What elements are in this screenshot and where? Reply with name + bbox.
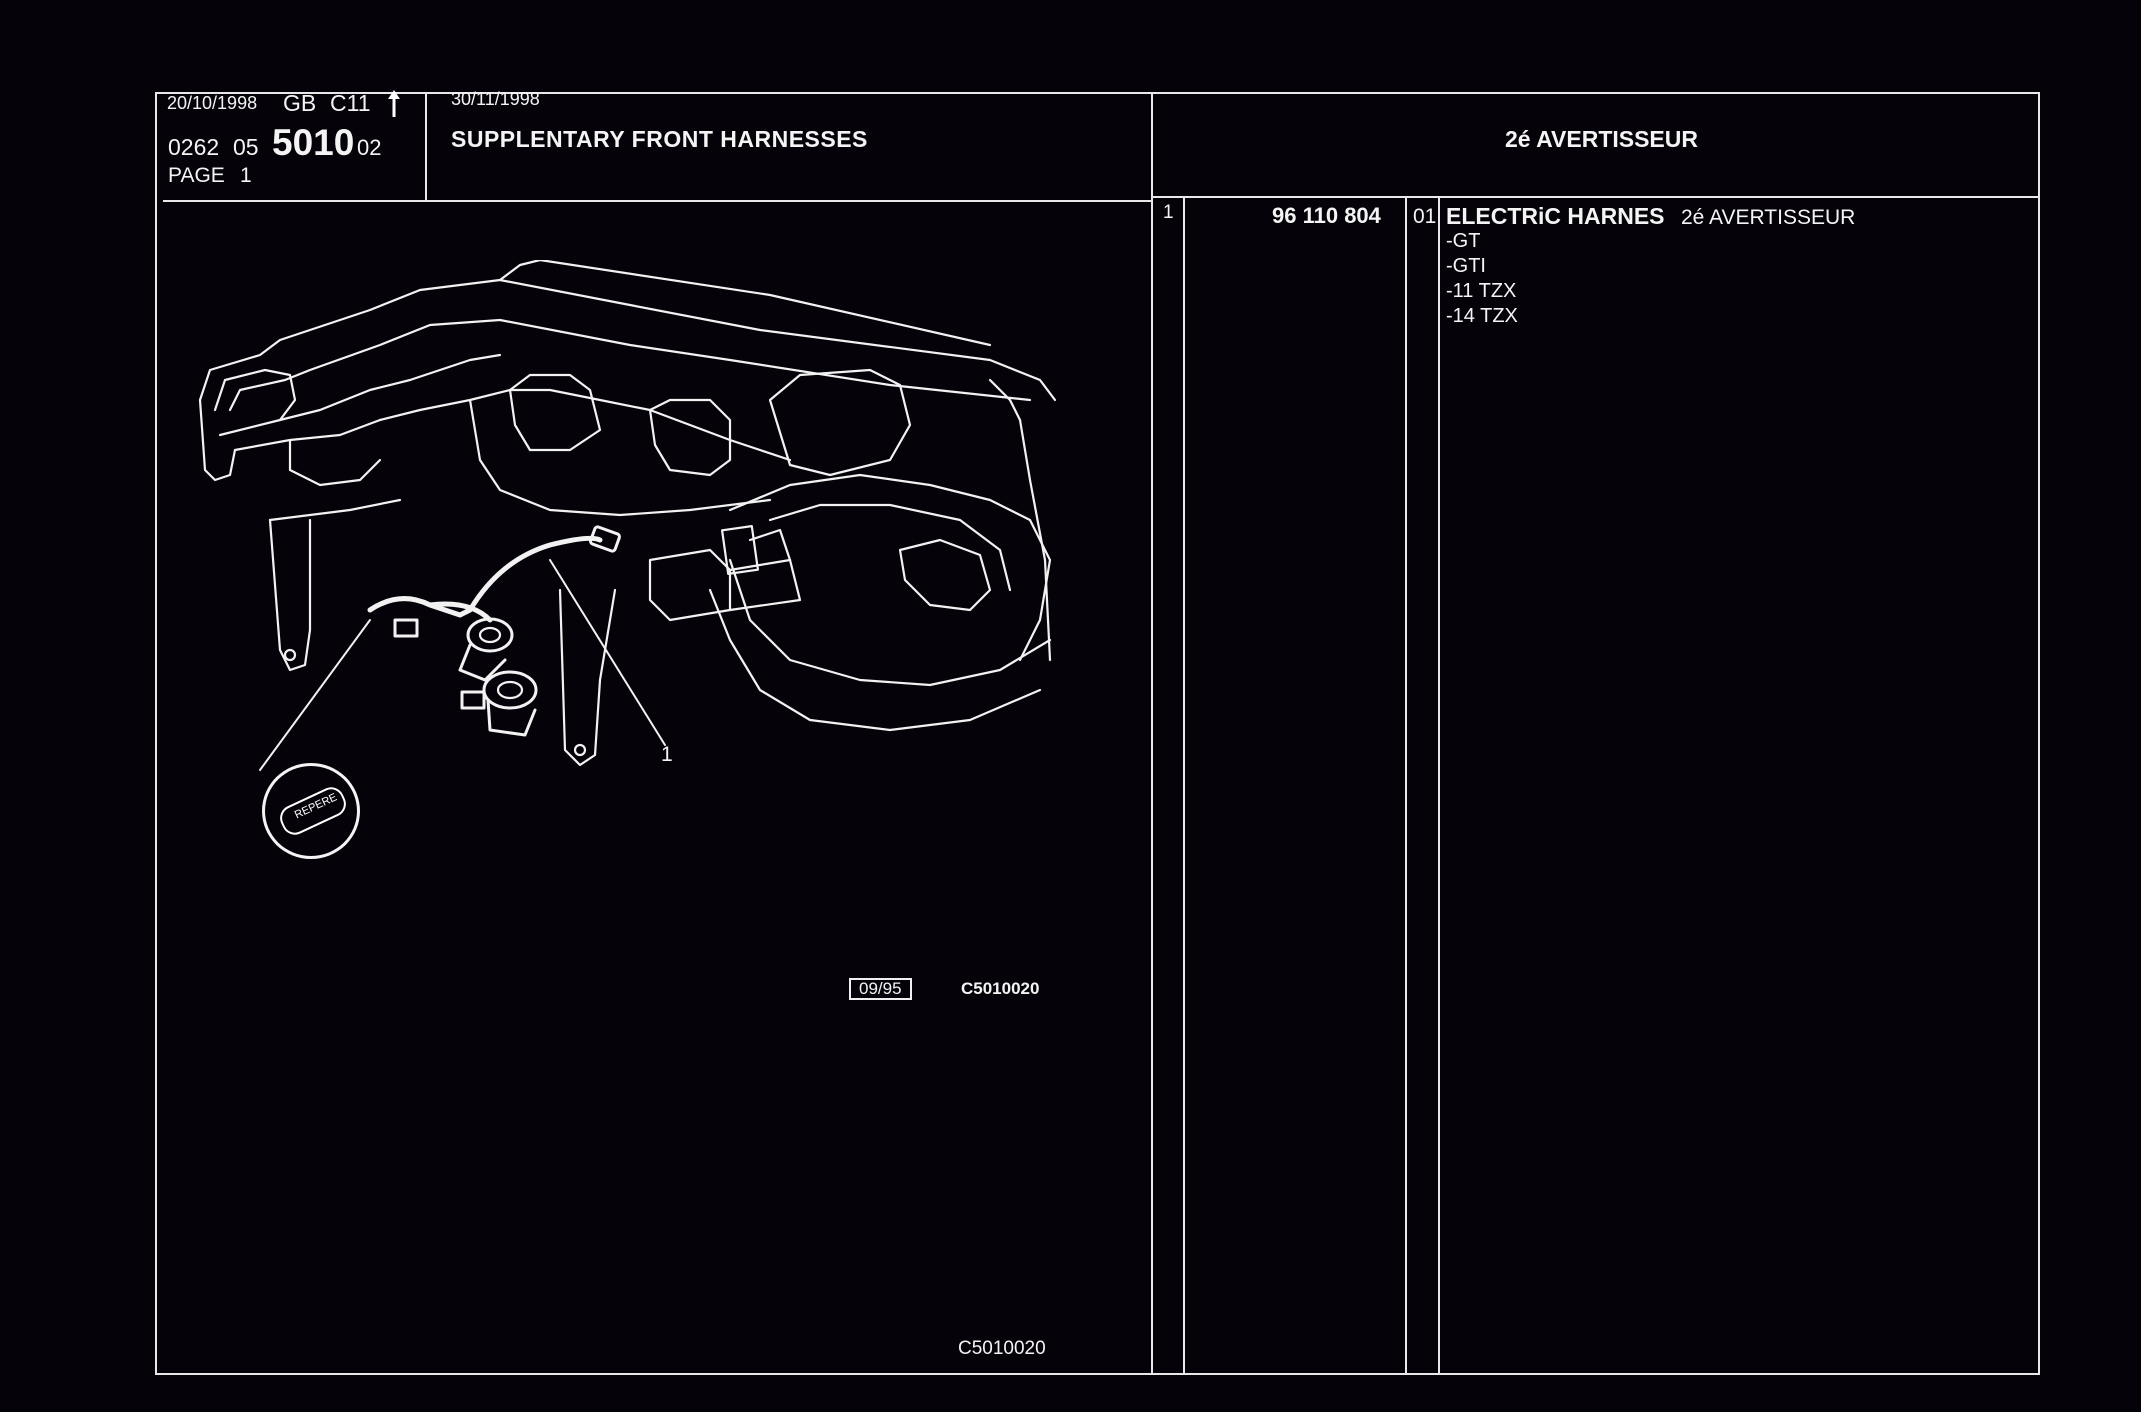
page-label: PAGE xyxy=(168,164,225,187)
section-title: 2é AVERTISSEUR xyxy=(1505,126,1698,152)
header-bottom-divider-left xyxy=(163,200,1153,202)
applicability-item: -GTI xyxy=(1446,255,1486,277)
ref-main: 5010 xyxy=(272,122,355,163)
ref-prefix: 0262 xyxy=(168,134,220,160)
part-quantity: 01 xyxy=(1413,205,1437,228)
language-code: GB xyxy=(283,90,317,116)
header-bottom-divider-right xyxy=(1153,196,2040,198)
figure-code: C5010020 xyxy=(961,979,1040,998)
repere-connector-icon: REPERE xyxy=(275,783,351,839)
harness-diagram xyxy=(170,258,1070,880)
parts-sheet xyxy=(155,92,2040,1375)
diagram-callout-1: 1 xyxy=(661,743,673,766)
ref-group: 05 xyxy=(233,134,259,160)
part-number[interactable]: 96 110 804 xyxy=(1272,203,1381,228)
applicability-item: -14 TZX xyxy=(1446,305,1518,327)
applicability-item: -GT xyxy=(1446,230,1481,252)
parts-col-divider-1 xyxy=(1183,198,1185,1375)
page-title: SUPPLENTARY FRONT HARNESSES xyxy=(451,126,868,152)
page-number: 1 xyxy=(240,164,252,187)
model-code: C11 xyxy=(330,90,371,116)
repere-marker-icon: REPERE xyxy=(262,763,360,859)
parts-col-divider-3 xyxy=(1438,198,1440,1375)
ref-suffix: 02 xyxy=(357,135,382,160)
part-detail: 2é AVERTISSEUR xyxy=(1681,206,1856,229)
figure-date-stamp: 09/95 xyxy=(849,978,912,1000)
applicability-item: -11 TZX xyxy=(1446,280,1517,302)
arrow-up-icon[interactable] xyxy=(386,90,402,118)
catalog-date: 20/10/1998 xyxy=(167,93,258,113)
main-column-divider xyxy=(1151,92,1153,1375)
part-name: ELECTRiC HARNES xyxy=(1446,203,1665,229)
update-date: 30/11/1998 xyxy=(451,89,540,109)
parts-col-divider-2 xyxy=(1405,198,1407,1375)
part-index: 1 xyxy=(1163,202,1174,223)
footer-figure-code: C5010020 xyxy=(958,1338,1046,1359)
header-ref-divider xyxy=(425,92,427,200)
repere-label: REPERE xyxy=(292,791,339,822)
